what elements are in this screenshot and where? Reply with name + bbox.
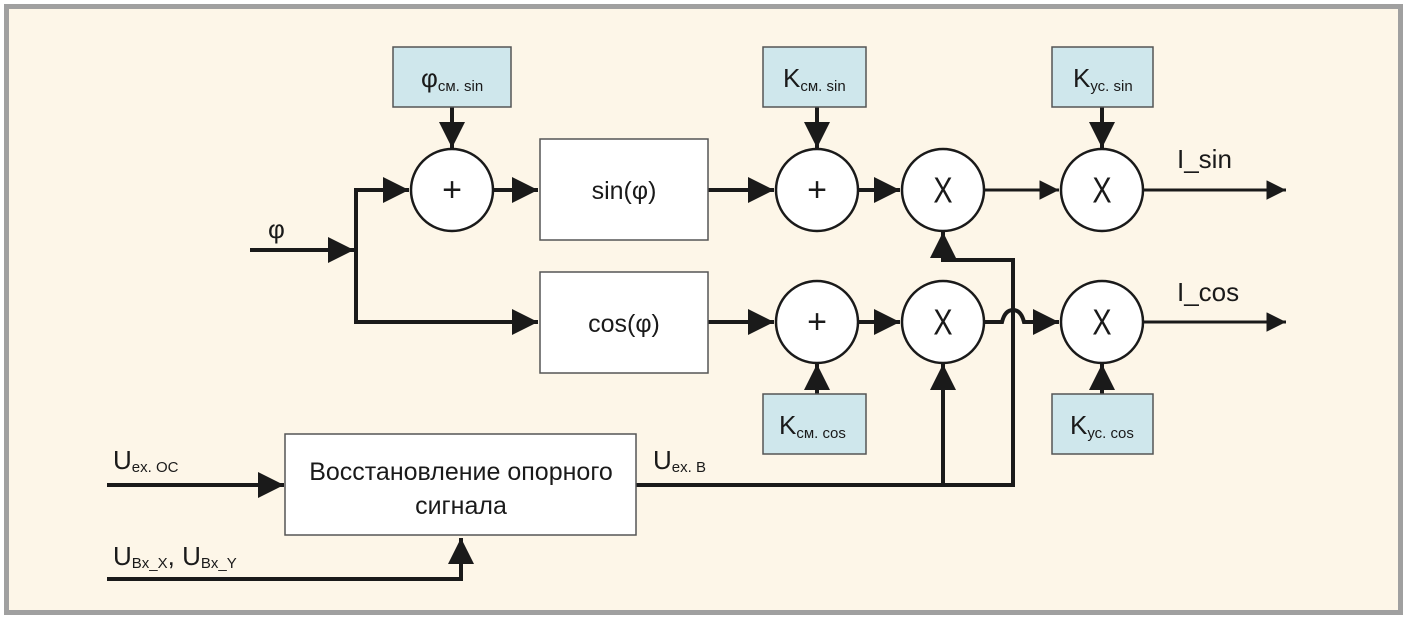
param-k-gain-cos: Kус. cos <box>1051 393 1154 455</box>
wire-u-in-input <box>107 538 474 581</box>
i-sin-output-label: I_sin <box>1177 144 1232 174</box>
u-in-input-label: UBx_X, UBx_Y <box>113 541 237 572</box>
svg-text:Kсм. cos: Kсм. cos <box>779 410 846 442</box>
recovery-block-label-line1: Восстановление опорного <box>309 458 613 486</box>
mult-node-cos: X <box>900 279 986 365</box>
svg-text:Kсм. sin: Kсм. sin <box>783 63 846 95</box>
cos-block <box>539 271 709 374</box>
phi-input-label: φ <box>268 214 285 244</box>
mult-node-sin: X <box>900 147 986 233</box>
wire-mult-to-gain-cos <box>984 307 1059 335</box>
recovery-block-label-line2: сигнала <box>415 492 507 520</box>
param-k-offset-sin: Kсм. sin <box>762 46 867 108</box>
svg-text:Kус. cos: Kус. cos <box>1070 410 1134 442</box>
sum-node-phi: + <box>409 147 495 233</box>
plus-icon: + <box>442 171 462 209</box>
svg-text:Kус. sin: Kус. sin <box>1073 63 1133 95</box>
mult-node-gain-cos: X <box>1059 279 1145 365</box>
multiply-icon: X <box>1092 170 1111 211</box>
sin-block-label: sin(φ) <box>592 177 657 205</box>
plus-icon: + <box>807 171 827 209</box>
wire-u-ex-b-bus <box>636 258 1015 487</box>
sum-node-sin: + <box>774 147 860 233</box>
plus-icon: + <box>807 303 827 341</box>
u-ex-b-label: Uex. B <box>653 445 706 476</box>
mult-node-gain-sin: X <box>1059 147 1145 233</box>
svg-text:φсм. sin: φсм. sin <box>421 63 483 95</box>
i-cos-output-label: I_cos <box>1177 277 1239 307</box>
param-k-gain-sin: Kус. sin <box>1051 46 1154 108</box>
multiply-icon: X <box>933 170 952 211</box>
cos-block-label: cos(φ) <box>588 310 660 338</box>
sin-block <box>539 138 709 241</box>
param-k-offset-cos: Kсм. cos <box>762 393 867 455</box>
param-phi-offset-sin: φсм. sin <box>392 46 512 108</box>
multiply-icon: X <box>1092 302 1111 343</box>
u-ref-input-label: Uex. OC <box>113 445 179 476</box>
sum-node-cos: + <box>774 279 860 365</box>
reference-recovery-block <box>284 433 637 536</box>
multiply-icon: X <box>933 302 952 343</box>
